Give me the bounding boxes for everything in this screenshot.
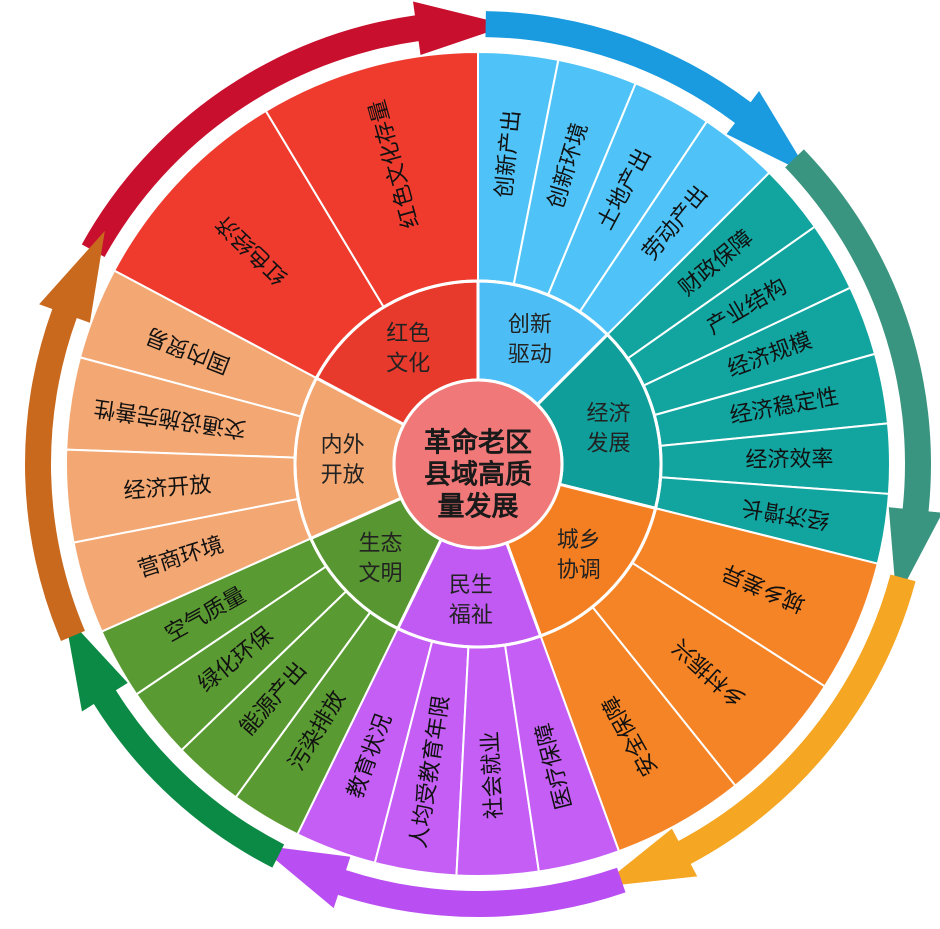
sector-label-6-line-0: 内外 [321, 433, 365, 458]
arrow-2 [785, 149, 940, 600]
sector-label-2-line-1: 发展 [587, 431, 631, 456]
item-label-s4-2: 社会就业 [478, 731, 507, 820]
arrow-3 [599, 574, 916, 887]
sector-label-6-line-1: 开放 [321, 463, 365, 488]
sector-label-5-line-0: 生态 [359, 532, 403, 557]
arrow-0 [81, 1, 509, 257]
sector-label-3-line-0: 城乡 [557, 528, 601, 553]
outer-ring: 红色经济红色文化存量创新产出创新环境土地产出劳动产出财政保障产业结构经济规模经济… [65, 50, 891, 877]
ring-separator [293, 279, 663, 649]
center-hub: 革命老区 县域高质 量发展 [392, 378, 564, 550]
sector-label-5-line-1: 文明 [359, 562, 403, 587]
sector-label-1-line-1: 驱动 [508, 342, 552, 367]
arrow-1 [485, 11, 811, 176]
sector-label-4-line-0: 民生 [449, 573, 493, 598]
sector-label-4-line-1: 福祉 [449, 603, 493, 628]
arrow-5 [64, 614, 285, 868]
sector-label-1-line-0: 创新 [508, 312, 552, 337]
arrow-6 [24, 230, 105, 641]
item-label-s2-4: 经济效率 [745, 447, 833, 473]
cycle-arrows [24, 1, 940, 917]
sector-label-3-line-1: 协调 [557, 558, 601, 583]
sector-label-0-line-0: 红色 [386, 321, 430, 346]
center-title-line-1: 革命老区 [424, 427, 532, 459]
sector-label-2-line-0: 经济 [587, 401, 631, 426]
center-circle [392, 378, 564, 550]
center-title-line-3: 量发展 [438, 491, 519, 523]
sector-label-0-line-1: 文化 [386, 351, 430, 376]
center-title-line-2: 县域高质 [424, 459, 532, 491]
arrow-4 [258, 845, 626, 917]
